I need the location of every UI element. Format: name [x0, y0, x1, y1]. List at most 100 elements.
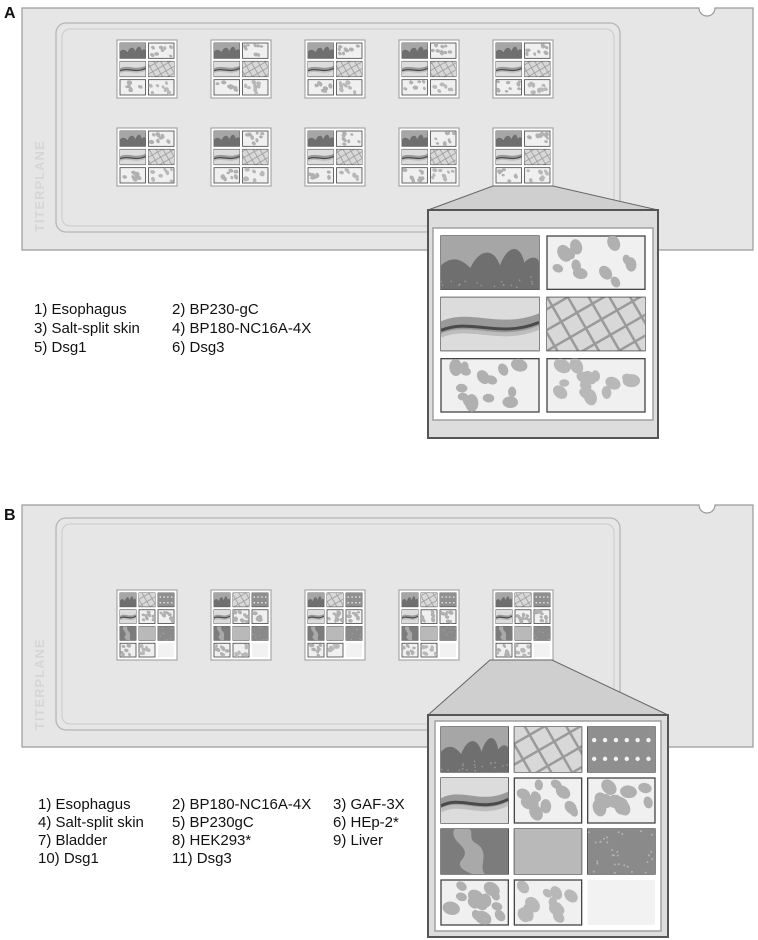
biochip-esophagus: [440, 726, 509, 773]
biochip-liver: [157, 626, 175, 641]
biochip-cells2: [430, 79, 457, 96]
biochip-esophagus: [495, 130, 522, 147]
biochip-esophagus: [213, 130, 240, 147]
biochip-cells: [440, 879, 509, 926]
biochip-skin: [495, 609, 513, 624]
biochip-hatch: [420, 592, 438, 608]
biochip-empty: [587, 880, 655, 925]
biochip-cells: [401, 642, 419, 658]
biochip-dotgrid: [533, 592, 551, 608]
legend-item: 3) GAF-3X: [333, 796, 405, 813]
well-field: [492, 127, 554, 187]
legend-item: 1) Esophagus: [38, 796, 131, 813]
biochip-liver: [251, 626, 269, 641]
legend-item: 5) BP230gC: [172, 814, 254, 831]
biochip-dots: [430, 42, 457, 59]
biochip-cells: [401, 79, 428, 96]
biochip-esophagus: [307, 592, 325, 608]
biochip-hatch: [430, 60, 457, 78]
biochip-skin: [213, 609, 231, 624]
biochip-hatch: [138, 592, 156, 608]
biochip-esophagus: [401, 130, 428, 147]
panel-label: B: [4, 507, 16, 524]
well-field: [398, 589, 460, 661]
well-field: [210, 589, 272, 661]
biochip-hatch: [524, 148, 551, 166]
biochip-cells: [440, 358, 540, 413]
legend-item: 2) BP230-gC: [172, 301, 259, 318]
well-field: [116, 589, 178, 661]
biochip-bladder: [307, 626, 325, 641]
biochip-cells: [157, 609, 175, 624]
biochip-skin: [307, 609, 325, 624]
biochip-skin: [440, 777, 509, 824]
biochip-cells: [119, 167, 146, 184]
biochip-dots: [326, 609, 344, 624]
biochip-dots: [232, 609, 250, 624]
biochip-hatch: [513, 726, 583, 773]
biochip-skin: [119, 609, 137, 624]
well-field: [210, 127, 272, 187]
biochip-empty: [252, 643, 268, 657]
well-field: [492, 39, 554, 99]
biochip-cells2: [546, 358, 646, 413]
well-field: [304, 127, 366, 187]
well-field: [492, 589, 554, 661]
biochip-cells: [213, 642, 231, 658]
biochip-dots: [430, 130, 457, 147]
biochip-skin: [119, 60, 146, 78]
biochip-cells: [119, 642, 137, 658]
biochip-dots: [514, 609, 532, 624]
biochip-bladder: [401, 626, 419, 641]
biochip-skin: [401, 60, 428, 78]
biochip-cells: [495, 167, 522, 184]
legend-item: 6) HEp-2*: [333, 814, 399, 831]
biochip-esophagus: [401, 42, 428, 59]
biochip-plain: [232, 626, 250, 641]
legend-item: 9) Liver: [333, 832, 383, 849]
zoom-inset: [427, 209, 659, 439]
well-field: [116, 127, 178, 187]
biochip-empty: [534, 643, 550, 657]
legend-item: 11) Dsg3: [172, 850, 232, 867]
biochip-skin: [401, 609, 419, 624]
biochip-plain: [514, 626, 532, 641]
fields: [116, 39, 554, 187]
biochip-plain: [138, 626, 156, 641]
biochip-hatch: [326, 592, 344, 608]
biochip-dotgrid: [157, 592, 175, 608]
zoom-inset: [427, 714, 669, 938]
brand-label: TITERPLANE: [32, 638, 47, 730]
biochip-hatch: [336, 60, 363, 78]
legend-item: 4) BP180-NC16A-4X: [172, 320, 311, 337]
biochip-dots: [524, 42, 551, 59]
biochip-dots: [546, 235, 646, 290]
biochip-cells2: [232, 642, 250, 658]
biochip-skin: [440, 296, 540, 352]
biochip-plain: [513, 828, 583, 875]
biochip-cells: [213, 79, 240, 96]
biochip-cells: [345, 609, 363, 624]
biochip-cells2: [524, 79, 551, 96]
biochip-cells2: [513, 879, 583, 926]
legend-item: 1) Esophagus: [34, 301, 127, 318]
biochip-dots: [513, 777, 583, 824]
well-field: [210, 39, 272, 99]
biochip-cells2: [430, 167, 457, 184]
legend-item: 10) Dsg1: [38, 850, 99, 867]
biochip-dots: [148, 130, 175, 147]
well-field: [398, 127, 460, 187]
well-field: [116, 39, 178, 99]
biochip-cells: [119, 79, 146, 96]
biochip-cells: [587, 777, 656, 824]
biochip-hatch: [242, 148, 269, 166]
biochip-hatch: [524, 60, 551, 78]
biochip-dotgrid: [439, 592, 457, 608]
biochip-cells2: [336, 79, 363, 96]
legend-item: 4) Salt-split skin: [38, 814, 144, 831]
biochip-cells2: [148, 167, 175, 184]
